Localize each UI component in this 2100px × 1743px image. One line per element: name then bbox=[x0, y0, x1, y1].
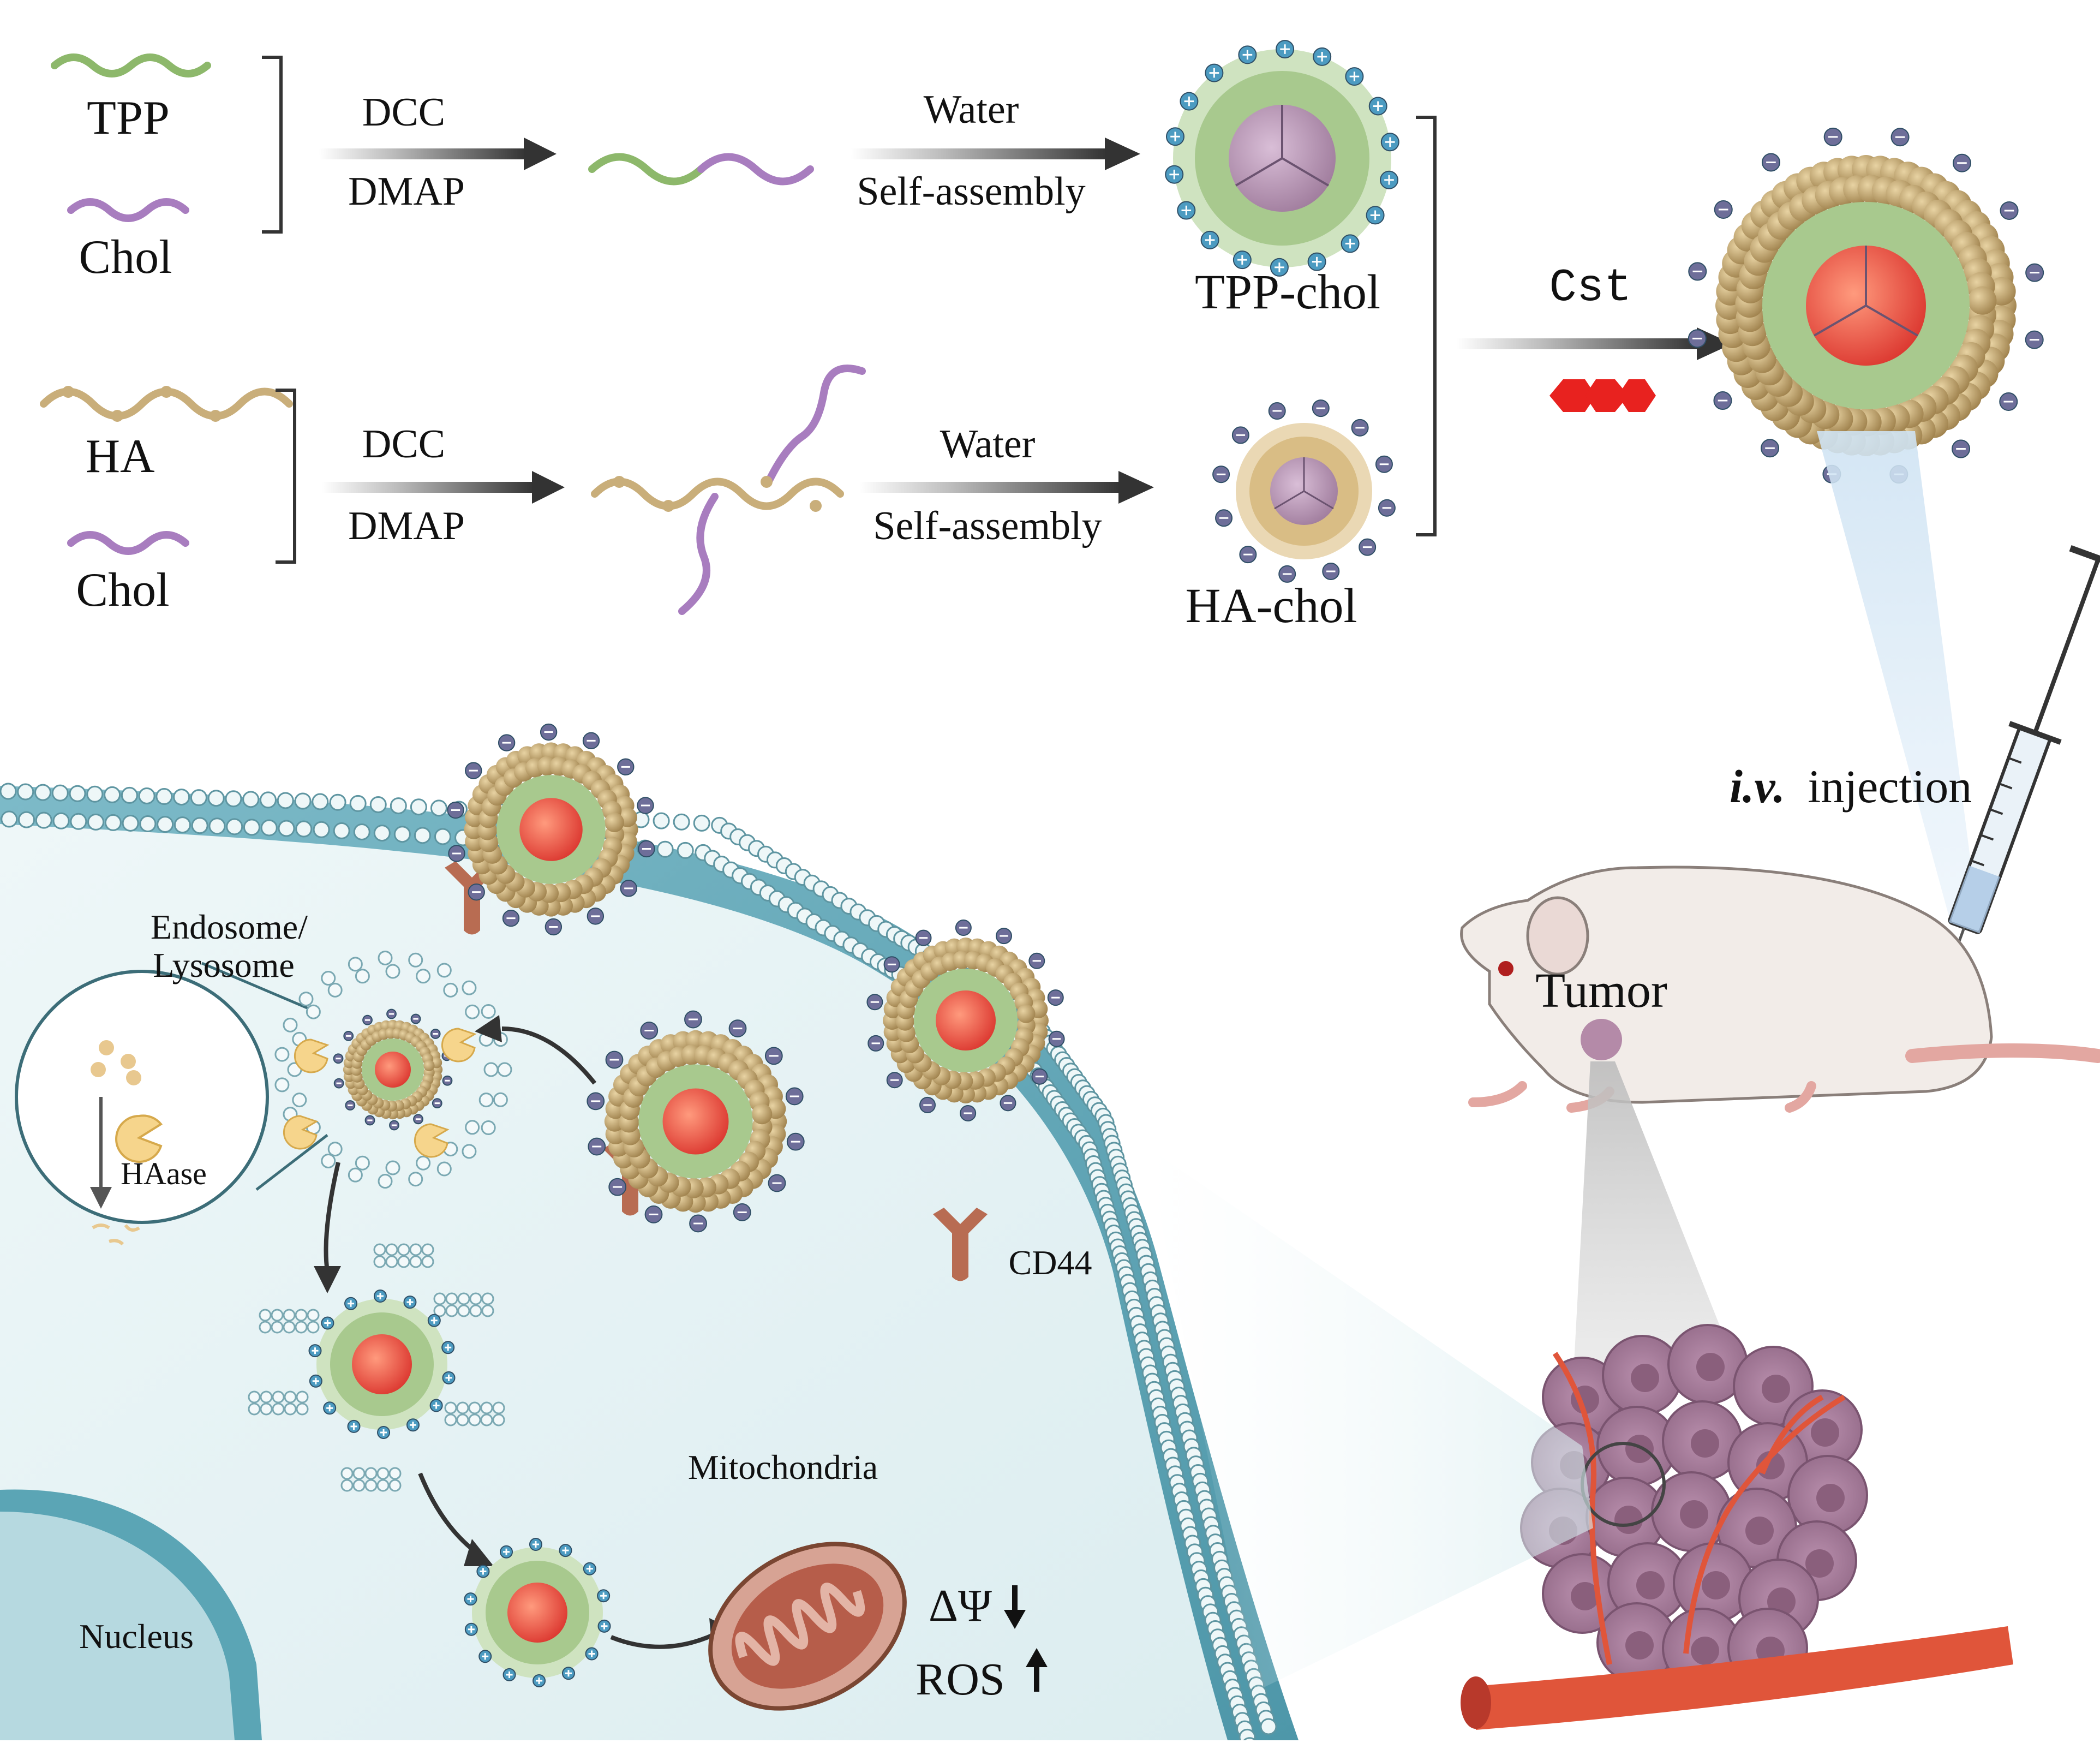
tumor-cell-cluster bbox=[1461, 1324, 2013, 1730]
delta-psi-down-arrow bbox=[1004, 1585, 1026, 1629]
tpp-chol-micelle bbox=[1165, 40, 1399, 277]
final-nanoparticle bbox=[1688, 127, 2044, 484]
chol-label-top: Chol bbox=[79, 231, 172, 284]
bracket-top bbox=[262, 56, 283, 234]
selfassembly-bottom: Self-assembly bbox=[873, 504, 1102, 548]
mitochondria bbox=[708, 1542, 907, 1711]
chol-strand-bottom bbox=[67, 531, 189, 555]
endosome-lysosome bbox=[274, 950, 512, 1189]
endosome-label-line2: Lysosome bbox=[153, 946, 295, 984]
cell: Nucleus HAase Endosome/ Lysosome bbox=[0, 723, 1593, 1743]
synthesis-scheme: TPP Chol DCC DMAP Water Self-assembly TP… bbox=[40, 40, 2044, 633]
ha-chol-label: HA-chol bbox=[1186, 579, 1357, 633]
water-bottom: Water bbox=[940, 422, 1036, 467]
nanoparticle-endocytosis bbox=[587, 1010, 805, 1233]
ha-label: HA bbox=[85, 430, 154, 483]
mitochondria-targeting-micelle bbox=[464, 1538, 611, 1687]
nucleus-label: Nucleus bbox=[79, 1617, 194, 1656]
haase-label: HAase bbox=[121, 1156, 207, 1191]
dcc-bottom: DCC bbox=[362, 422, 445, 467]
cd44-label: CD44 bbox=[1009, 1243, 1092, 1282]
selfassembly-top: Self-assembly bbox=[857, 169, 1085, 214]
nanoparticle-binding bbox=[447, 723, 655, 936]
blood-vessel bbox=[1473, 1626, 2013, 1730]
released-micelle bbox=[248, 1243, 505, 1492]
tpp-chol-label: TPP-chol bbox=[1195, 265, 1380, 319]
ros-label: ROS bbox=[916, 1654, 1004, 1705]
dmap-top: DMAP bbox=[348, 169, 465, 214]
cst-label: Cst bbox=[1549, 262, 1631, 314]
tumor-label: Tumor bbox=[1535, 964, 1667, 1018]
bracket-bottom bbox=[276, 389, 296, 564]
iv-injection-label: i.v. injection bbox=[1730, 760, 1972, 813]
cell-zoom-beam bbox=[1146, 1146, 1593, 1692]
cst-drug-icon bbox=[1549, 379, 1656, 412]
nanoparticle-approaching bbox=[866, 920, 1065, 1121]
water-top: Water bbox=[924, 87, 1019, 132]
ha-chol-conjugate bbox=[591, 365, 866, 615]
tumor-site bbox=[1581, 1019, 1622, 1060]
tpp-strand bbox=[51, 53, 211, 77]
haase-zoom-circle bbox=[15, 970, 269, 1224]
injection-beam bbox=[1817, 431, 1978, 922]
ha-chol-micelle bbox=[1212, 399, 1396, 583]
endosome-label-line1: Endosome/ bbox=[151, 908, 308, 946]
chol-strand-top bbox=[67, 198, 189, 222]
haase-enzyme-icon bbox=[115, 1114, 163, 1163]
dcc-top: DCC bbox=[362, 90, 445, 135]
tumor-beam bbox=[1571, 1061, 1735, 1413]
tpp-chol-conjugate bbox=[588, 153, 705, 186]
ros-up-arrow bbox=[1026, 1648, 1048, 1692]
dmap-bottom: DMAP bbox=[348, 504, 465, 548]
tpp-label: TPP bbox=[87, 92, 170, 145]
delta-psi-label: ΔΨ bbox=[929, 1580, 992, 1631]
mouse bbox=[1460, 865, 2100, 1113]
mitochondria-label: Mitochondria bbox=[688, 1448, 878, 1487]
chol-label-bottom: Chol bbox=[76, 564, 169, 617]
bracket-right bbox=[1416, 116, 1437, 536]
